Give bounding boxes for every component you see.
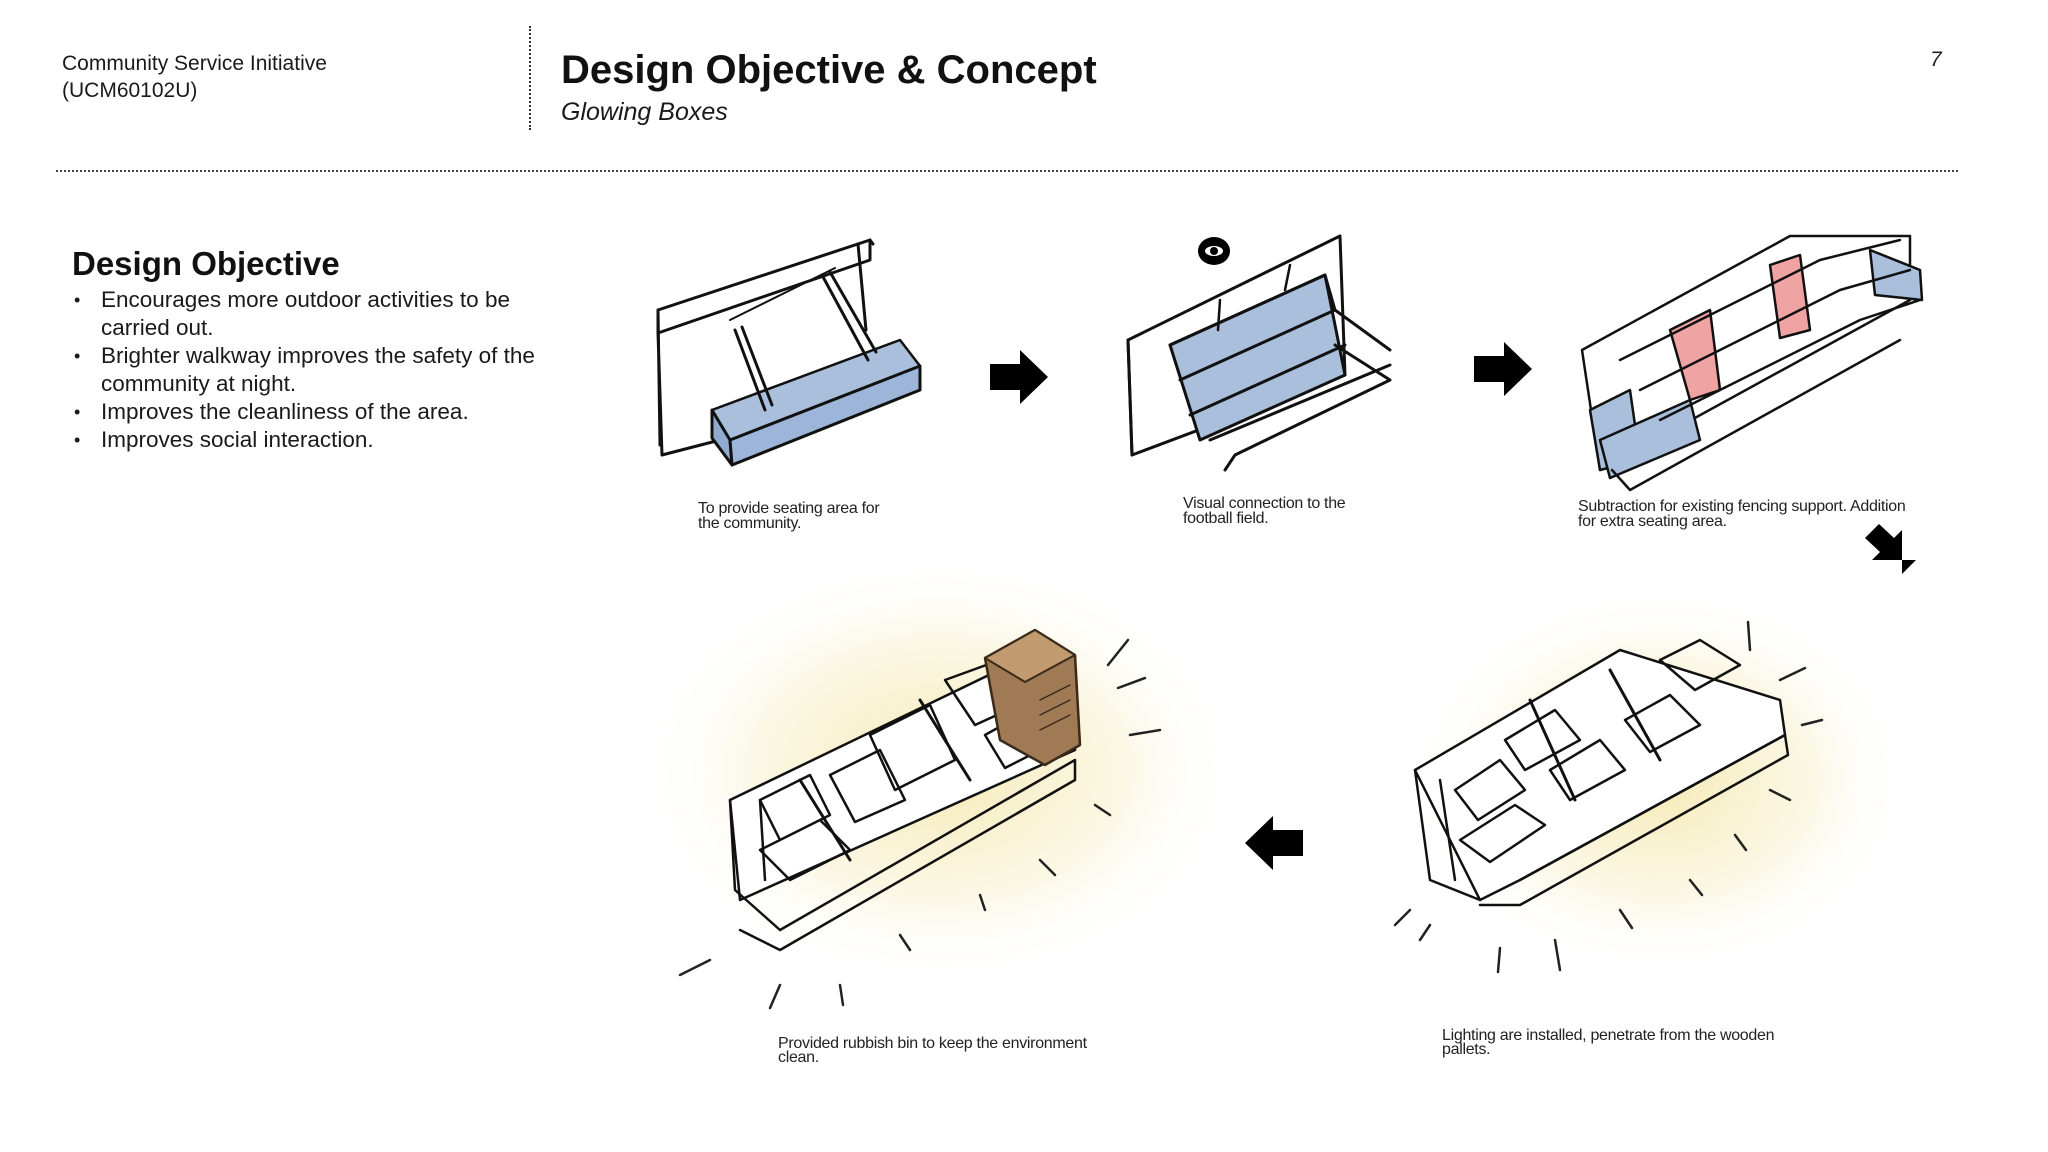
sketch-stepped-seating [1126,234,1392,472]
list-item: Encourages more outdoor activities to be… [72,286,572,342]
sketch-lighting-installed [1413,638,1790,907]
light-rays [678,638,1162,1010]
design-objective-section: Design Objective Encourages more outdoor… [72,244,572,454]
page-subtitle: Glowing Boxes [561,98,728,126]
caption-step3: Subtraction for existing fencing support… [1578,498,1906,530]
light-rays [1393,620,1824,974]
svg-text:Subtraction for existing fenci: Subtraction for existing fencing support… [1578,498,1905,515]
svg-text:for extra seating area.: for extra seating area. [1578,513,1727,530]
svg-text:Provided rubbish bin to keep t: Provided rubbish bin to keep the environ… [778,1035,1088,1052]
caption-step5: Provided rubbish bin to keep the environ… [778,1035,1088,1066]
caption-step2: Visual connection to the football field. [1183,495,1346,527]
svg-text:pallets.: pallets. [1442,1041,1490,1058]
svg-text:football field.: football field. [1183,510,1268,527]
arrow-left-icon [1245,816,1303,870]
page-number: 7 [1930,48,1942,71]
caption-step1: To provide seating area for the communit… [698,500,881,532]
sketch-subtraction-addition [1580,234,1924,492]
objective-list: Encourages more outdoor activities to be… [72,286,572,454]
section-heading: Design Objective [72,245,340,282]
svg-text:Visual connection to the: Visual connection to the [1183,495,1346,512]
course-info: Community Service Initiative (UCM60102U) [62,50,327,104]
page-title: Design Objective & Concept [561,48,1097,92]
sketch-seating-bench [656,238,922,467]
svg-text:clean.: clean. [778,1049,819,1066]
arrow-down-left-icon [1865,524,1916,574]
list-item: Brighter walkway improves the safety of … [72,342,572,398]
caption-step4: Lighting are installed, penetrate from t… [1442,1027,1775,1058]
svg-text:Lighting are installed, penetr: Lighting are installed, penetrate from t… [1442,1027,1774,1044]
header-vertical-divider [529,26,531,130]
eye-icon [1198,237,1230,265]
arrow-right-icon [990,350,1048,404]
list-item: Improves social interaction. [72,426,572,454]
svg-text:To provide seating area for: To provide seating area for [698,500,880,517]
bin-icon [983,628,1082,767]
course-name: Community Service Initiative [62,52,327,75]
course-code: (UCM60102U) [62,79,198,102]
arrow-right-icon [1474,342,1532,396]
header-horizontal-divider [56,170,1958,172]
list-item: Improves the cleanliness of the area. [72,398,572,426]
svg-text:the community.: the community. [698,515,801,532]
